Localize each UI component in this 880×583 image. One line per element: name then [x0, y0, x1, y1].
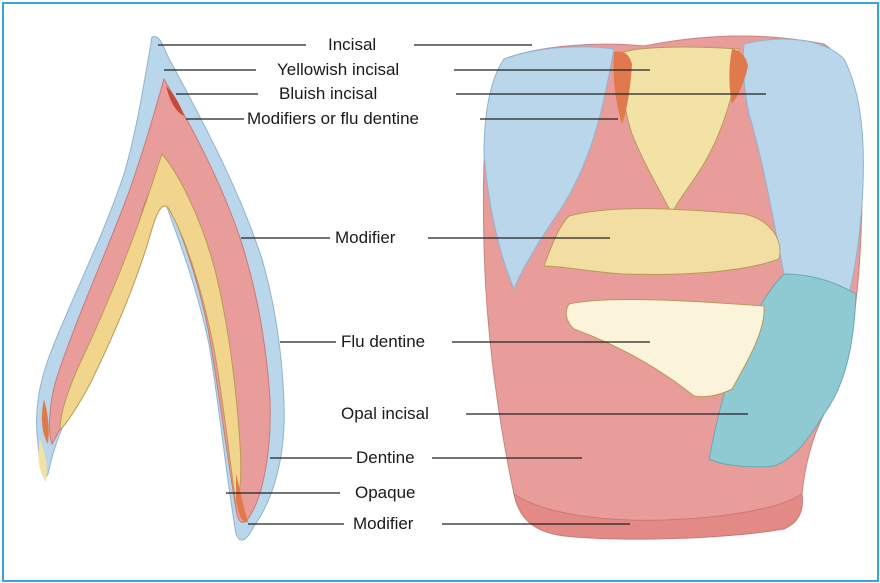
label-modifier-mid: Modifier	[332, 228, 398, 248]
label-modifiers-or-flu-dentine: Modifiers or flu dentine	[244, 109, 422, 129]
tooth-illustration	[4, 4, 877, 580]
label-incisal: Incisal	[325, 35, 379, 55]
label-dentine: Dentine	[353, 448, 418, 468]
tooth-front-view	[483, 36, 863, 539]
label-yellowish-incisal: Yellowish incisal	[274, 60, 402, 80]
label-opaque: Opaque	[352, 483, 419, 503]
label-bluish-incisal: Bluish incisal	[276, 84, 380, 104]
label-flu-dentine: Flu dentine	[338, 332, 428, 352]
label-opal-incisal: Opal incisal	[338, 404, 432, 424]
front-view-modifier-band	[544, 209, 780, 275]
label-modifier-bottom: Modifier	[350, 514, 416, 534]
